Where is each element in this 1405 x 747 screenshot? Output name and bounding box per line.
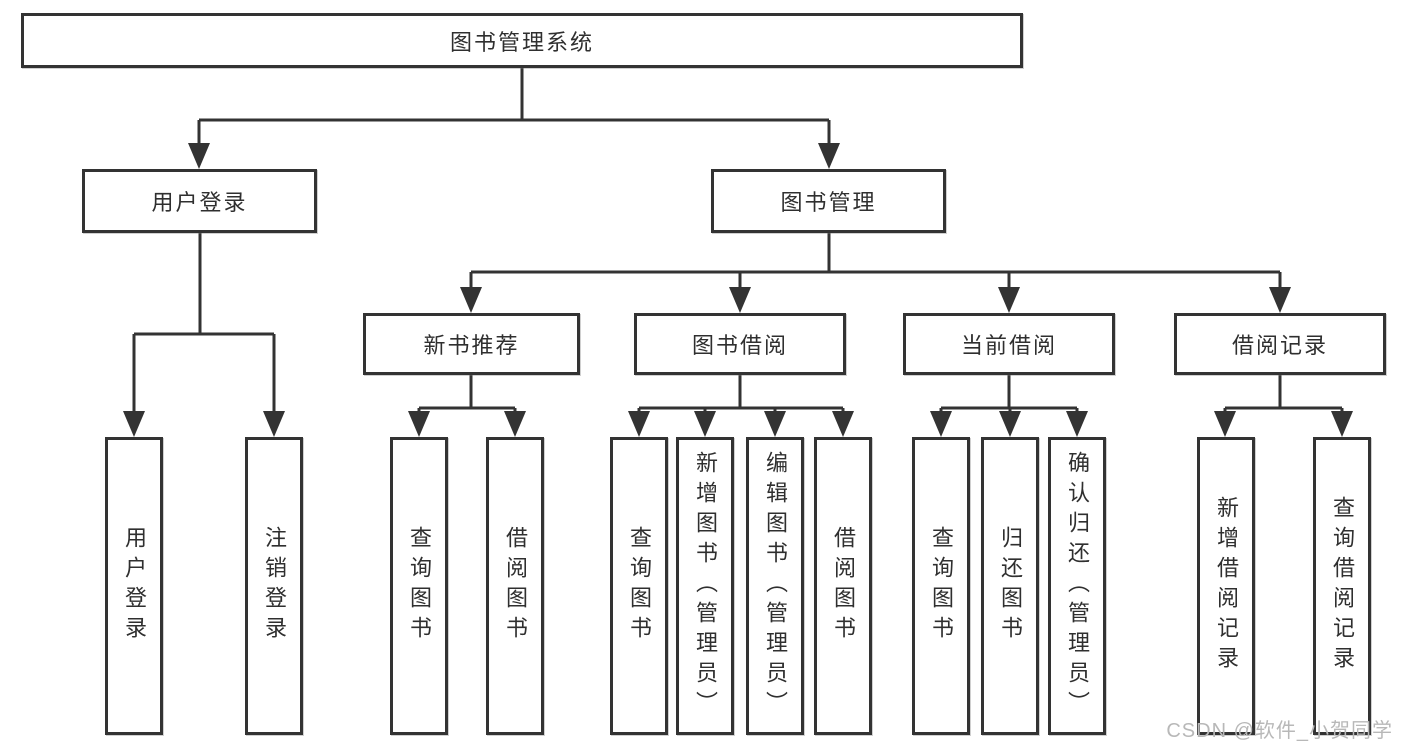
leaf-borrow-books: 借阅图书	[814, 437, 872, 735]
leaf-query-books-current: 查询图书	[912, 437, 970, 735]
leaf-edit-books-admin: 编辑图书（管理员）	[746, 437, 804, 735]
leaf-logout: 注销登录	[245, 437, 303, 735]
leaf-query-borrow-record-label: 查询借阅记录	[1330, 496, 1355, 676]
node-current-borrow-label: 当前借阅	[960, 333, 1057, 358]
leaf-add-books-admin-label: 新增图书（管理员）	[693, 451, 718, 721]
node-book-borrow-label: 图书借阅	[691, 333, 788, 358]
leaf-borrow-books-recommend-label: 借阅图书	[503, 526, 528, 646]
leaf-query-books-current-label: 查询图书	[929, 526, 954, 646]
watermark-text: CSDN @软件_小贺同学	[1166, 720, 1393, 742]
leaf-query-books-recommend: 查询图书	[390, 437, 448, 735]
node-new-book-recommend-label: 新书推荐	[423, 333, 520, 358]
node-new-book-recommend: 新书推荐	[363, 313, 580, 375]
node-user-login: 用户登录	[82, 169, 317, 233]
leaf-confirm-return-admin-label: 确认归还（管理员）	[1065, 451, 1090, 721]
leaf-edit-books-admin-label: 编辑图书（管理员）	[763, 451, 788, 721]
leaf-query-books-borrow-label: 查询图书	[627, 526, 652, 646]
leaf-add-borrow-record: 新增借阅记录	[1197, 437, 1255, 735]
leaf-user-login: 用户登录	[105, 437, 163, 735]
leaf-add-books-admin: 新增图书（管理员）	[676, 437, 734, 735]
node-borrow-records: 借阅记录	[1174, 313, 1386, 375]
node-root-label: 图书管理系统	[449, 29, 594, 55]
leaf-add-borrow-record-label: 新增借阅记录	[1214, 496, 1239, 676]
node-book-management-label: 图书管理	[780, 190, 877, 215]
node-current-borrow: 当前借阅	[903, 313, 1115, 375]
arrowheads	[123, 143, 1353, 437]
node-book-borrow: 图书借阅	[634, 313, 846, 375]
leaf-return-books: 归还图书	[981, 437, 1039, 735]
leaf-confirm-return-admin: 确认归还（管理员）	[1048, 437, 1106, 735]
leaf-query-borrow-record: 查询借阅记录	[1313, 437, 1371, 735]
node-root: 图书管理系统	[21, 13, 1023, 68]
leaf-borrow-books-recommend: 借阅图书	[486, 437, 544, 735]
leaf-logout-label: 注销登录	[262, 526, 287, 646]
leaf-query-books-recommend-label: 查询图书	[407, 526, 432, 646]
leaf-return-books-label: 归还图书	[998, 526, 1023, 646]
leaf-user-login-label: 用户登录	[122, 526, 147, 646]
leaf-query-books-borrow: 查询图书	[610, 437, 668, 735]
node-user-login-label: 用户登录	[151, 190, 248, 215]
node-book-management: 图书管理	[711, 169, 946, 233]
leaf-borrow-books-label: 借阅图书	[831, 526, 856, 646]
node-borrow-records-label: 借阅记录	[1231, 333, 1328, 358]
